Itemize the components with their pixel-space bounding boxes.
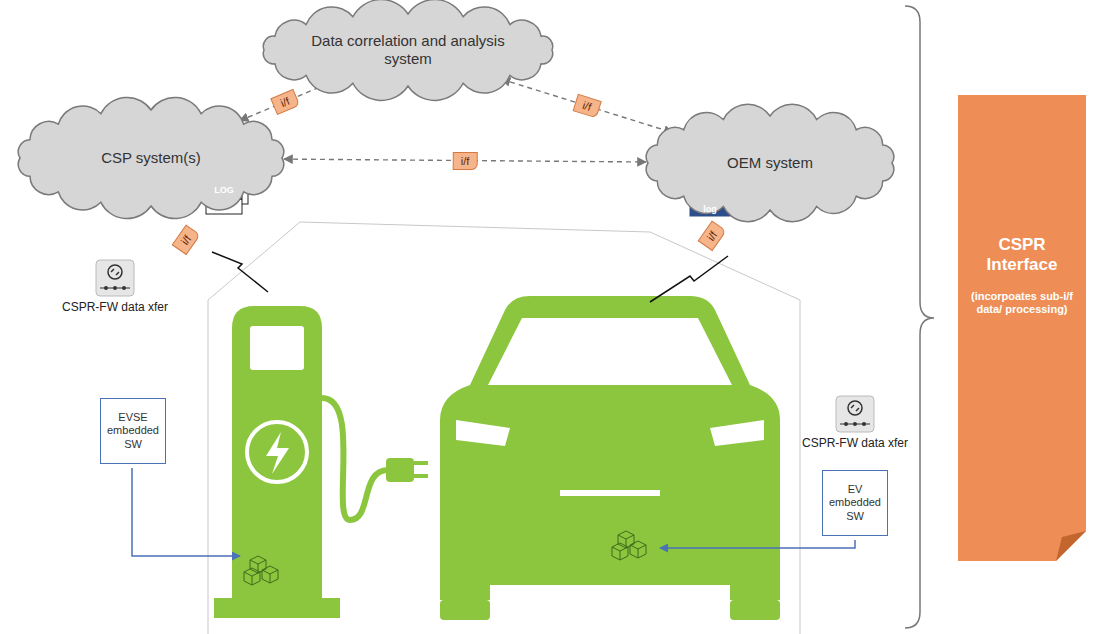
- firmware-icon: [96, 260, 134, 296]
- car-illustration: [440, 296, 780, 620]
- firmware-icon: [836, 396, 874, 432]
- interface-tag: i/f: [573, 94, 602, 119]
- interface-note: CSPR Interface (incorpoates sub-i/f data/…: [958, 95, 1086, 561]
- interface-tag: i/f: [453, 151, 478, 169]
- bracket: [905, 6, 934, 628]
- software-box: EVSE embedded SW: [100, 398, 166, 464]
- firmware-label: CSPR-FW data xfer: [52, 300, 178, 314]
- interface-tag: i/f: [698, 221, 727, 251]
- wireless-link: [650, 256, 728, 302]
- region-outline: [208, 222, 800, 634]
- note-outline: [958, 95, 1086, 561]
- interface-tag: i/f: [271, 88, 301, 114]
- interface-note-text: (incorpoates sub-i/f data/ processing): [966, 290, 1078, 316]
- sw-arrow: [132, 468, 240, 556]
- oem-cloud: OEM system: [636, 104, 904, 222]
- log-tag: LOG: [206, 185, 242, 196]
- interface-tag: i/f: [172, 225, 201, 255]
- node-label: EV embedded SW: [826, 483, 884, 523]
- analysis-cloud: Data correlation and analysis system: [252, 2, 564, 98]
- firmware-label: CSPR-FW data xfer: [792, 436, 918, 450]
- node-label: Data correlation and analysis system: [308, 32, 508, 68]
- node-label: OEM system: [727, 154, 813, 172]
- sw-arrow: [660, 540, 855, 548]
- wireless-link: [212, 252, 268, 292]
- interface-connector: [501, 79, 672, 132]
- node-label: CSP system(s): [101, 149, 201, 167]
- charger-illustration: [214, 306, 428, 618]
- interface-title: CSPR Interface: [966, 235, 1078, 276]
- csp-cloud: CSP system(s): [8, 98, 294, 218]
- software-box: EV embedded SW: [822, 470, 888, 536]
- node-label: EVSE embedded SW: [104, 411, 162, 451]
- log-tag: log: [690, 204, 730, 215]
